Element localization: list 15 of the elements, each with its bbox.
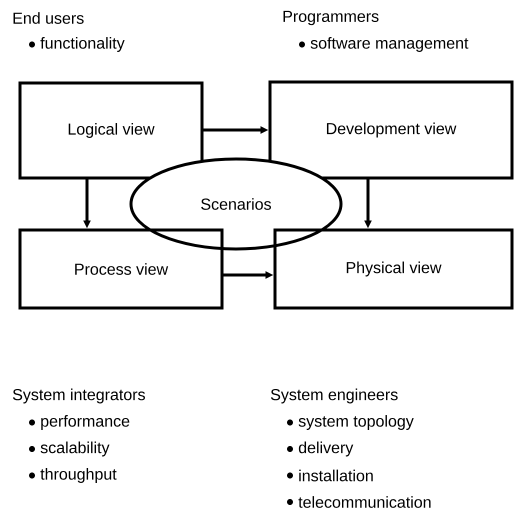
bullet-item: functionality: [29, 37, 125, 52]
bullet-item: performance: [29, 415, 130, 430]
bullet-item: scalability: [29, 442, 110, 456]
view-box: Process view: [18, 228, 224, 310]
bullet-item: software management: [299, 37, 468, 52]
bullet-item: delivery: [287, 442, 354, 456]
stakeholder-heading: End users: [14, 12, 84, 24]
bullet-item: system topology: [287, 415, 414, 430]
stakeholder-heading: System integrators: [12, 388, 145, 404]
bullet-item: throughput: [29, 468, 117, 483]
bullet-item: telecommunication: [287, 496, 431, 508]
stakeholder-heading: System engineers: [270, 388, 398, 404]
stakeholder-heading: Programmers: [284, 10, 379, 26]
bullet-item: installation: [287, 470, 373, 482]
view-box: Physical view: [274, 228, 514, 310]
